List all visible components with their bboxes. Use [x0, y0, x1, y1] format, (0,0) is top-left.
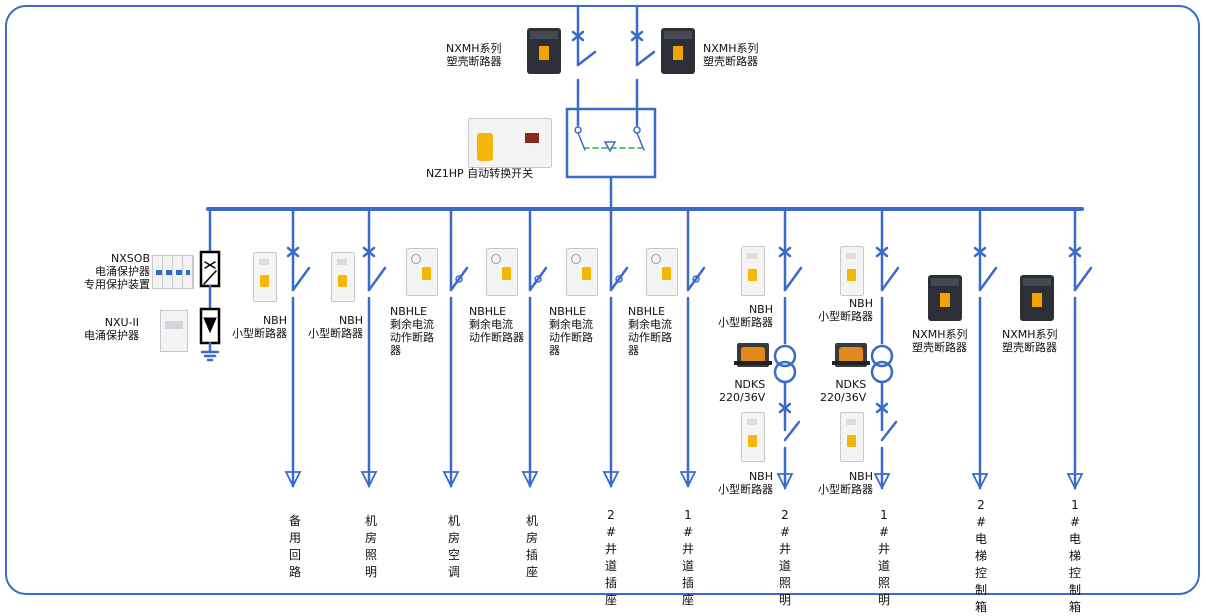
surge-protector-icon: [152, 255, 194, 289]
ats-icon: [468, 118, 552, 168]
branch-4-destination: 机房插座: [525, 514, 538, 579]
mcb-icon: [840, 246, 864, 296]
rcbo-icon: [566, 248, 598, 296]
mcb-icon: [331, 252, 355, 302]
rcbo-icon: [646, 248, 678, 296]
branch-4-wiring: [521, 207, 548, 489]
branch-2-destination: 机房照明: [364, 514, 377, 579]
diagram-frame: [5, 5, 1200, 595]
branch-5-wiring: [602, 207, 629, 489]
branch-1-wiring: [284, 207, 311, 489]
branch-5-destination: 2#井道插座: [604, 508, 617, 607]
mcb-icon: [840, 412, 864, 462]
branch-10-wiring: [1066, 207, 1093, 491]
transformer-icon: [734, 343, 772, 367]
wiring-diagram: [5, 4, 1200, 595]
branch-9-wiring: [971, 207, 998, 491]
branch-circuits: [284, 207, 1093, 491]
rcbo-icon: [486, 248, 518, 296]
mccb-icon: [1020, 275, 1054, 321]
branch-7-wiring: [773, 207, 803, 491]
ats-label: NZ1HP 自动转换开关: [426, 167, 534, 180]
branch-1-destination: 备用回路: [288, 514, 301, 579]
ats-symbol: [565, 107, 657, 211]
branch-8-wiring: [870, 207, 900, 491]
mcb-icon: [741, 412, 765, 462]
branch-10-destination: 1#电梯控制箱: [1068, 498, 1081, 614]
transformer-icon: [832, 343, 870, 367]
branch-8-destination: 1#井道照明: [877, 508, 890, 607]
incoming-feeder-1: [571, 4, 597, 127]
branch-7-destination: 2#井道照明: [778, 508, 791, 607]
mccb-icon: [527, 28, 561, 74]
rcbo-icon: [406, 248, 438, 296]
mcb-icon: [253, 252, 277, 302]
incoming-label-1: NXMH系列塑壳断路器: [446, 42, 502, 68]
surge-protector-icon: [160, 310, 188, 352]
incoming-feeder-2: [630, 4, 656, 127]
surge-protection-branch: [199, 207, 221, 362]
branch-10-device-label: NXMH系列塑壳断路器: [1002, 328, 1058, 354]
branch-6-wiring: [679, 207, 706, 489]
mccb-icon: [928, 275, 962, 321]
branch-9-destination: 2#电梯控制箱: [974, 498, 987, 614]
branch-3-destination: 机房空调: [447, 514, 460, 579]
mccb-icon: [661, 28, 695, 74]
branch-6-destination: 1#井道插座: [681, 508, 694, 607]
branch-3-wiring: [442, 207, 469, 489]
branch-2-wiring: [360, 207, 387, 489]
incoming-label-2: NXMH系列塑壳断路器: [703, 42, 759, 68]
branch-9-device-label: NXMH系列塑壳断路器: [912, 328, 968, 354]
mcb-icon: [741, 246, 765, 296]
